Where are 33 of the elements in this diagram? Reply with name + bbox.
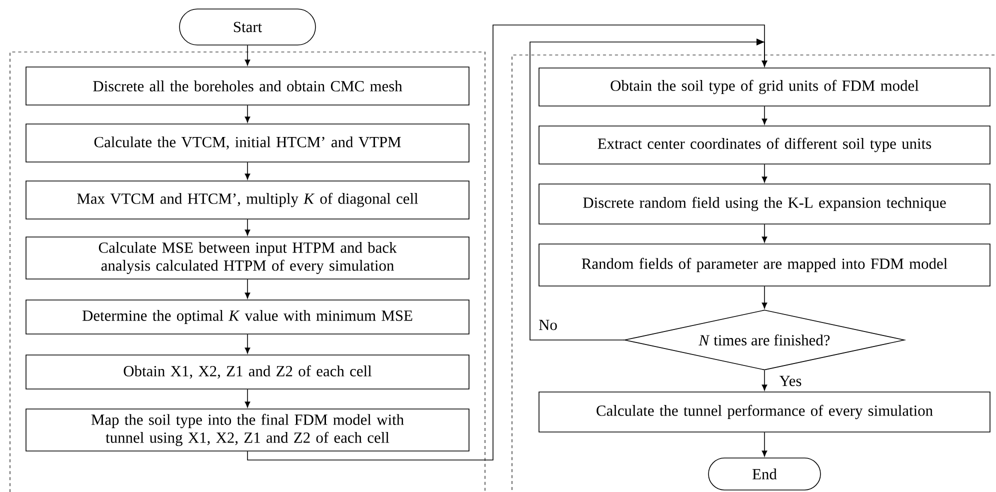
arrow (244, 45, 250, 66)
arrow (762, 286, 768, 309)
process-box: Calculate the tunnel performance of every simulation (538, 392, 990, 432)
process-box: Obtain X1, X2, Z1 and Z2 of each cell (26, 354, 470, 390)
arrow (762, 432, 768, 457)
terminal-box: End (708, 458, 821, 490)
process-box: Determine the optimal K value with minimum MSE (26, 300, 470, 334)
process-box: Map the soil type into the final FDM model with tunnel using X1, X2, Z1 and Z2 of each cell (26, 408, 470, 452)
terminal-box: Start (179, 8, 316, 46)
arrow (530, 38, 768, 340)
edge-label: Yes (778, 374, 803, 388)
arrow (244, 389, 250, 408)
dashed-group-frame (10, 52, 486, 492)
arrow (244, 219, 250, 236)
process-box: Discrete random field using the K-L expansion technique (538, 184, 990, 224)
arrow (244, 162, 250, 180)
arrow (762, 224, 768, 243)
process-box: Calculate MSE between input HTPM and back analysis calculated HTPM of every simulation (26, 236, 470, 280)
arrow (244, 334, 250, 354)
process-box: Random fields of parameter are mapped into FDM model (538, 244, 990, 286)
dashed-group-frame (512, 54, 996, 492)
edge-label: No (538, 318, 558, 332)
arrow (244, 279, 250, 299)
process-box: Obtain the soil type of grid units of FDM model (538, 68, 990, 106)
process-box: Extract center coordinates of different soil type units (538, 126, 990, 164)
process-box: Calculate the VTCM, initial HTCM’ and VTPM (26, 124, 470, 162)
arrow (762, 370, 768, 391)
arrow (247, 24, 768, 460)
arrow (762, 164, 768, 183)
process-box: Discrete all the boreholes and obtain CMC mesh (26, 66, 470, 106)
process-box: Max VTCM and HTCM’, multiply K of diagonal cell (26, 180, 470, 220)
arrow (244, 105, 250, 123)
arrow (762, 106, 768, 125)
